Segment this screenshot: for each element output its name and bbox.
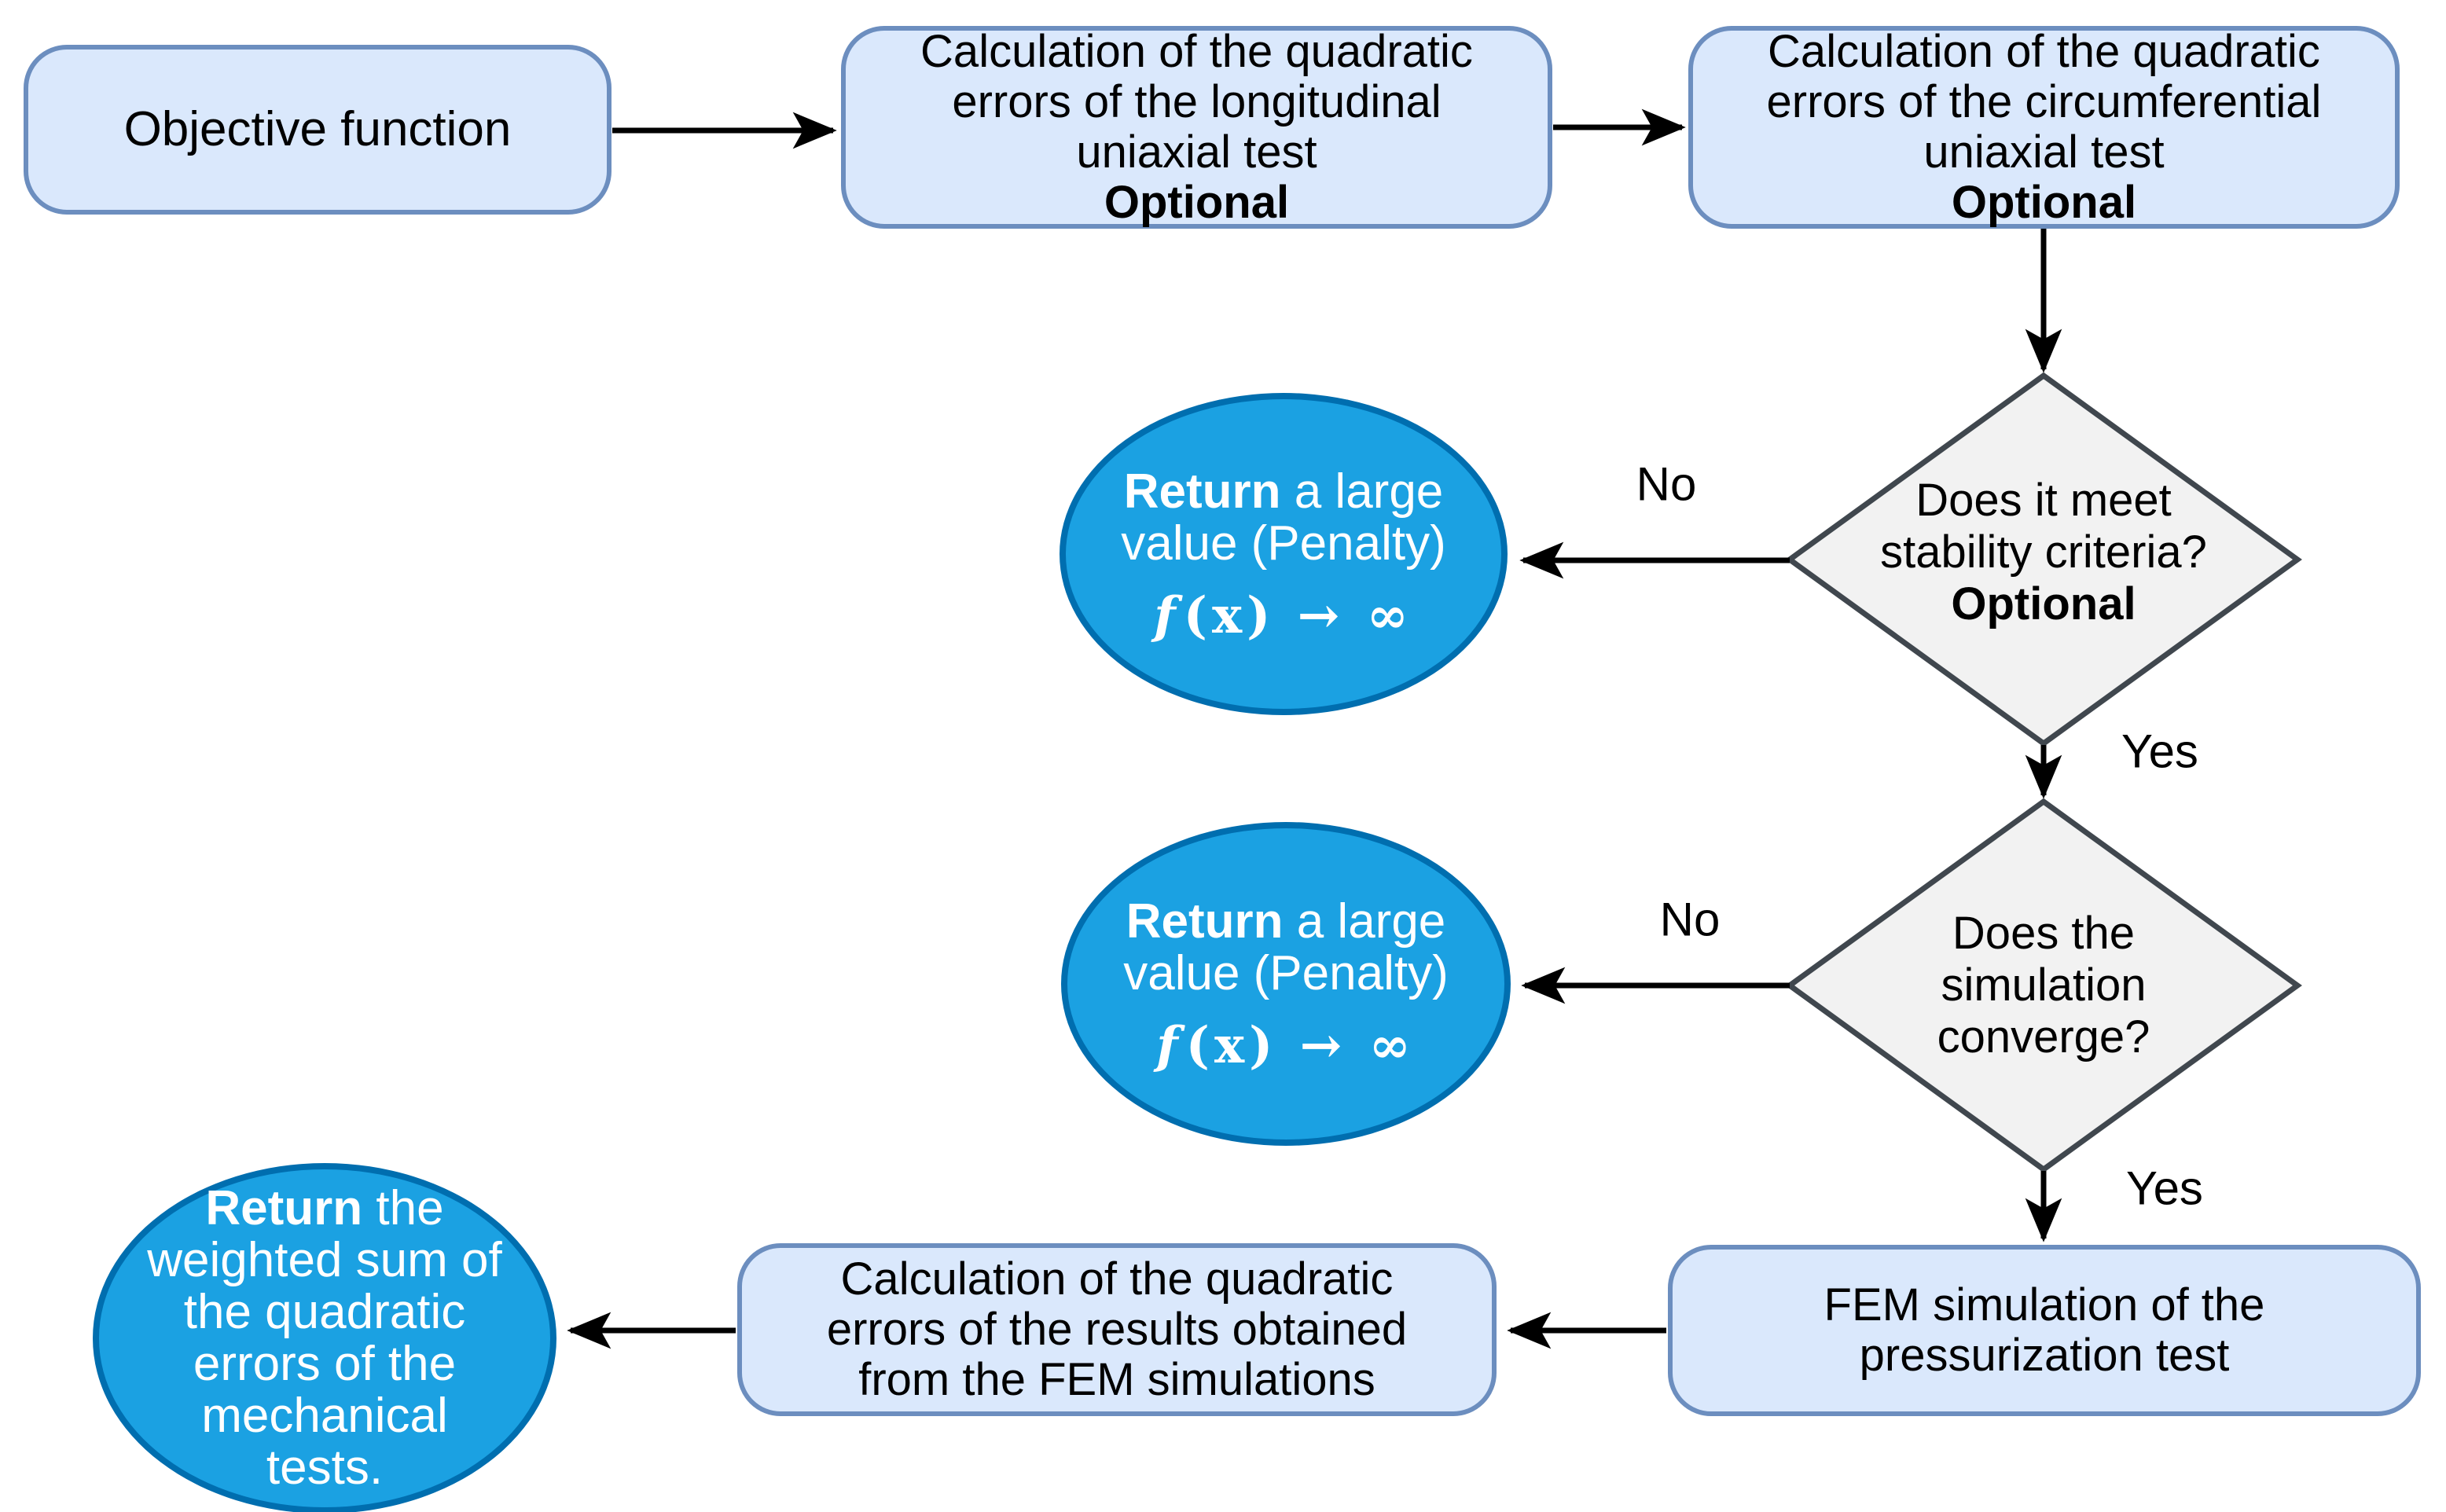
node-line: from the FEM simulations [858, 1354, 1375, 1405]
node-objective-label: Objective function [123, 102, 512, 156]
decision-line: Does it meet [1915, 475, 2172, 526]
return-line: errors of the [193, 1337, 457, 1391]
optional-badge: Optional [1951, 578, 2136, 629]
decision-line: simulation [1941, 960, 2147, 1011]
decision-line: stability criteria? [1880, 527, 2207, 578]
optional-badge: Optional [1104, 177, 1290, 228]
return-line: Return the [205, 1181, 444, 1235]
decision-line: Does the [1952, 908, 2136, 959]
penalty-line: Return a large [1123, 464, 1444, 519]
edge-label-no-converge: No [1659, 893, 1721, 946]
decision-stability-shape [1785, 372, 2302, 747]
return-line: the quadratic [183, 1285, 466, 1339]
decision-stability-text: Does it meet stability criteria? Optiona… [1784, 475, 2303, 630]
return-line: weighted sum of [147, 1233, 502, 1287]
penalty-line: value (Penalty) [1121, 516, 1446, 571]
decision-converge-text: Does the simulation converge? [1808, 908, 2279, 1063]
decision-converge-shape [1785, 798, 2302, 1173]
decision-line: converge? [1937, 1011, 2150, 1062]
node-line: Calculation of the quadratic [920, 26, 1473, 77]
node-line: errors of the results obtained [826, 1304, 1408, 1355]
penalty-formula: f(x) → ∞ [1156, 1016, 1416, 1075]
optional-badge: Optional [1951, 177, 2137, 228]
node-line: FEM simulation of the [1823, 1279, 2265, 1330]
node-fem-simulation: FEM simulation of the pressurization tes… [1668, 1245, 2421, 1416]
node-line: errors of the circumferential [1766, 76, 2322, 127]
penalty-line: value (Penalty) [1123, 946, 1449, 1000]
edge-label-no-stability: No [1636, 457, 1697, 511]
node-calc-fem-errors: Calculation of the quadratic errors of t… [737, 1243, 1497, 1416]
edge-label-yes-converge: Yes [2126, 1162, 2203, 1215]
edge-label-yes-stability: Yes [2121, 725, 2198, 778]
return-line: mechanical [201, 1389, 448, 1443]
node-line: uniaxial test [1923, 127, 2165, 178]
node-longitudinal-errors: Calculation of the quadratic errors of t… [841, 26, 1552, 229]
node-line: uniaxial test [1076, 127, 1317, 178]
node-return-weighted-sum: Return the weighted sum of the quadratic… [93, 1163, 556, 1512]
node-penalty-stability: Return a large value (Penalty) f(x) → ∞ [1060, 393, 1508, 715]
node-penalty-converge: Return a large value (Penalty) f(x) → ∞ [1061, 822, 1511, 1146]
node-objective-function: Objective function [24, 45, 612, 215]
penalty-formula: f(x) → ∞ [1154, 586, 1413, 645]
penalty-line: Return a large [1126, 894, 1446, 949]
node-line: Calculation of the quadratic [1768, 26, 2320, 77]
node-line: pressurization test [1859, 1330, 2230, 1381]
node-circumferential-errors: Calculation of the quadratic errors of t… [1688, 26, 2400, 229]
node-line: Calculation of the quadratic [840, 1253, 1394, 1305]
return-line: tests. [266, 1440, 384, 1495]
node-line: errors of the longitudinal [952, 76, 1442, 127]
